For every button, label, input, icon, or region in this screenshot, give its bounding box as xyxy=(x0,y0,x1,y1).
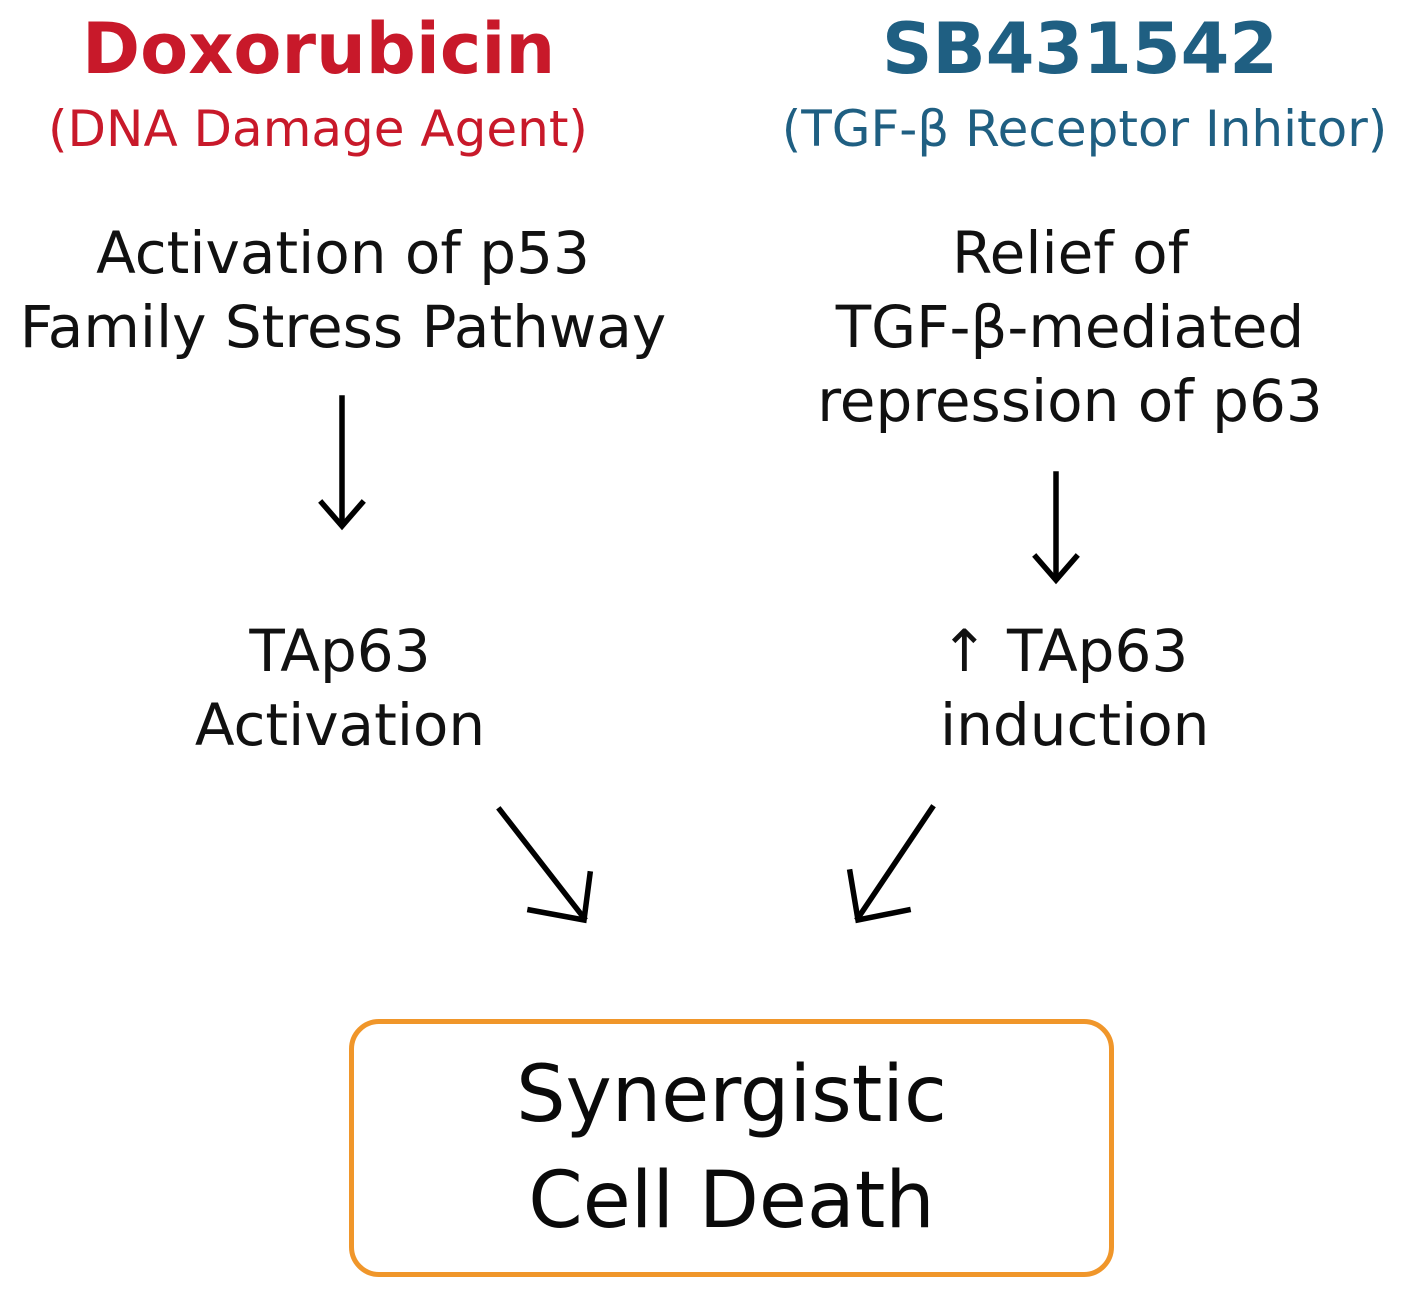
arrow-down-icon xyxy=(1032,471,1080,585)
arrow-down-icon xyxy=(318,395,366,531)
left-mechanism-node: Activation of p53 Family Stress Pathway xyxy=(0,216,686,364)
outcome-box: Synergistic Cell Death xyxy=(349,1019,1114,1277)
arrow-down-right-icon xyxy=(496,806,594,924)
left-effect-line2: Activation xyxy=(194,691,486,759)
outcome-line1: Synergistic xyxy=(516,1050,947,1140)
left-drug-class: (DNA Damage Agent) xyxy=(48,100,588,158)
right-effect-node: ↑ TAp63 induction xyxy=(880,614,1280,762)
outcome-line2: Cell Death xyxy=(528,1156,935,1246)
right-mechanism-line3: repression of p63 xyxy=(817,367,1323,435)
right-mechanism-line2: TGF-β-mediated xyxy=(835,293,1305,361)
right-drug-class: (TGF-β Receptor Inhitor) xyxy=(781,100,1388,158)
right-effect-line1: ↑ TAp63 xyxy=(940,617,1189,685)
left-drug-name: Doxorubicin xyxy=(82,8,556,90)
left-effect-line1: TAp63 xyxy=(249,617,431,685)
right-mechanism-line1: Relief of xyxy=(951,219,1189,287)
right-mechanism-node: Relief of TGF-β-mediated repression of p… xyxy=(790,216,1350,438)
left-mechanism-line2: Family Stress Pathway xyxy=(19,293,667,361)
left-effect-node: TAp63 Activation xyxy=(140,614,540,762)
left-mechanism-line1: Activation of p53 xyxy=(96,219,590,287)
arrow-down-left-icon xyxy=(846,804,936,924)
outcome-label: Synergistic Cell Death xyxy=(516,1042,947,1254)
right-drug-name: SB431542 xyxy=(881,8,1278,90)
right-effect-line2: induction xyxy=(940,691,1210,759)
